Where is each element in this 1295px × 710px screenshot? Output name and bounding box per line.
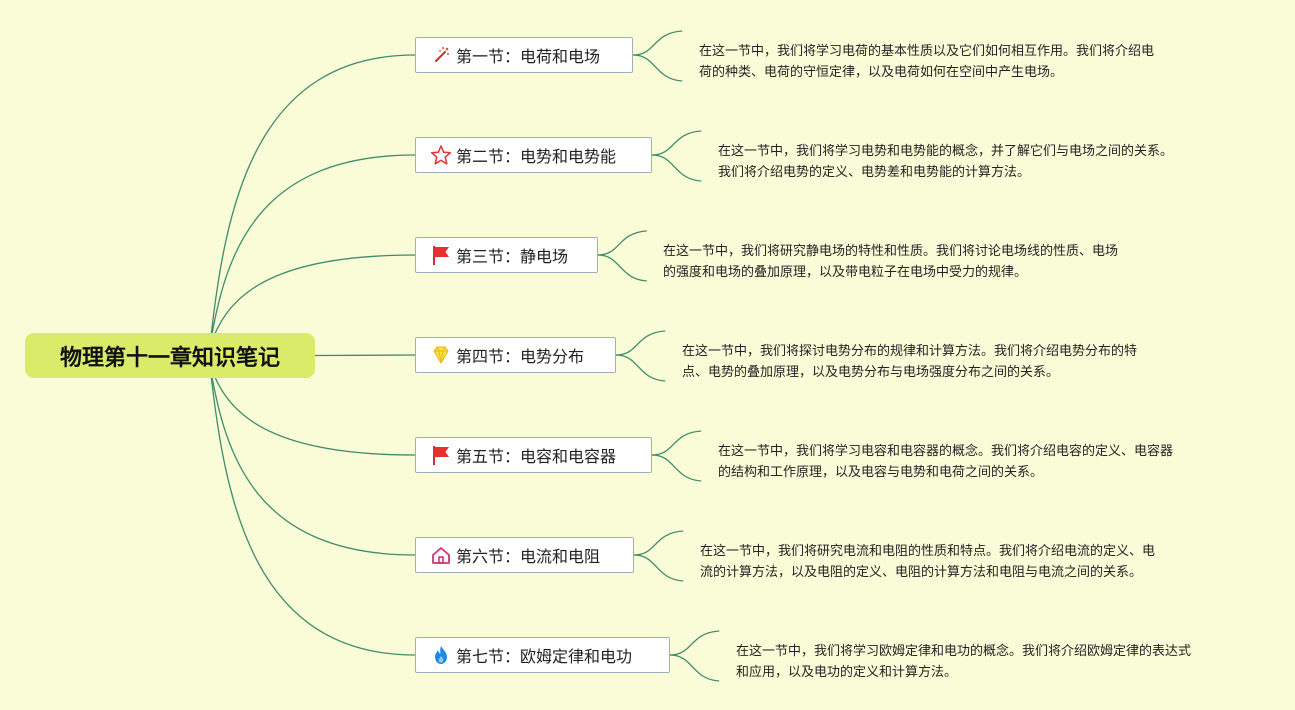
desc-link-bottom-3 [597, 254, 647, 282]
section-2-node[interactable]: 第二节：电势和电势能 [415, 137, 652, 173]
desc-link-bottom-2 [651, 154, 702, 182]
red-flag-icon [430, 244, 452, 266]
desc-link-top-3 [597, 230, 647, 256]
description-line: 在这一节中，我们将探讨电势分布的规律和计算方法。我们将介绍电势分布的特 [682, 344, 1138, 359]
desc-link-top-2 [651, 130, 702, 156]
desc-link-bottom-4 [615, 354, 666, 382]
section-4-title: 第四节：电势分布 [456, 347, 585, 366]
desc-link-bottom-1 [632, 54, 683, 82]
magic-wand-icon [430, 44, 452, 66]
star-icon [430, 144, 452, 166]
desc-link-bottom-5 [651, 454, 702, 482]
desc-link-bottom-7 [669, 654, 720, 682]
section-1-description: 在这一节中，我们将学习电荷的基本性质以及它们如何相互作用。我们将介绍电 荷的种类… [699, 41, 1154, 83]
section-1-node[interactable]: 第一节：电荷和电场 [415, 37, 633, 73]
root-link-6 [209, 365, 416, 556]
root-link-1 [209, 54, 416, 346]
desc-link-top-6 [633, 530, 684, 556]
section-3-node[interactable]: 第三节：静电场 [415, 237, 598, 273]
section-5-title: 第五节：电容和电容器 [456, 447, 617, 466]
root-link-2 [209, 154, 416, 346]
section-5-description: 在这一节中，我们将学习电容和电容器的概念。我们将介绍电容的定义、电容器 的结构和… [718, 441, 1173, 483]
section-7-node[interactable]: 第七节：欧姆定律和电功 [415, 637, 670, 673]
diamond-icon [430, 344, 452, 366]
desc-link-bottom-6 [633, 554, 684, 582]
section-7-title: 第七节：欧姆定律和电功 [456, 647, 633, 666]
description-line: 我们将介绍电势的定义、电势差和电势能的计算方法。 [718, 165, 1031, 180]
description-line: 在这一节中，我们将学习电势和电势能的概念，并了解它们与电场之间的关系。 [718, 144, 1174, 159]
root-link-7 [209, 365, 416, 656]
root-link-3 [209, 254, 416, 346]
root-topic[interactable]: 物理第十一章知识笔记 [25, 333, 315, 378]
section-7-description: 在这一节中，我们将学习欧姆定律和电功的概念。我们将介绍欧姆定律的表达式 和应用，… [736, 641, 1191, 683]
root-title: 物理第十一章知识笔记 [59, 345, 280, 371]
root-link-5 [209, 365, 416, 456]
red-flag-icon [430, 444, 452, 466]
root-link-4 [314, 354, 416, 357]
flame-icon [430, 644, 452, 666]
description-line: 在这一节中，我们将学习电荷的基本性质以及它们如何相互作用。我们将介绍电 [699, 44, 1155, 59]
section-4-node[interactable]: 第四节：电势分布 [415, 337, 616, 373]
section-4-description: 在这一节中，我们将探讨电势分布的规律和计算方法。我们将介绍电势分布的特 点、电势… [682, 341, 1137, 383]
desc-link-top-5 [651, 430, 702, 456]
section-6-title: 第六节：电流和电阻 [456, 547, 601, 566]
section-6-description: 在这一节中，我们将研究电流和电阻的性质和特点。我们将介绍电流的定义、电 流的计算… [700, 541, 1155, 583]
description-line: 点、电势的叠加原理，以及电势分布与电场强度分布之间的关系。 [682, 365, 1060, 380]
description-line: 和应用，以及电功的定义和计算方法。 [736, 665, 958, 680]
description-line: 在这一节中，我们将学习电容和电容器的概念。我们将介绍电容的定义、电容器 [718, 444, 1174, 459]
section-1-title: 第一节：电荷和电场 [456, 47, 601, 66]
desc-link-top-7 [669, 630, 720, 656]
description-line: 在这一节中，我们将研究电流和电阻的性质和特点。我们将介绍电流的定义、电 [700, 544, 1156, 559]
description-line: 的强度和电场的叠加原理，以及带电粒子在电场中受力的规律。 [663, 265, 1028, 280]
section-3-description: 在这一节中，我们将研究静电场的特性和性质。我们将讨论电场线的性质、电场 的强度和… [663, 241, 1118, 283]
description-line: 荷的种类、电荷的守恒定律，以及电荷如何在空间中产生电场。 [699, 65, 1064, 80]
description-line: 在这一节中，我们将学习欧姆定律和电功的概念。我们将介绍欧姆定律的表达式 [736, 644, 1192, 659]
section-5-node[interactable]: 第五节：电容和电容器 [415, 437, 652, 473]
desc-link-top-1 [632, 30, 683, 56]
section-6-node[interactable]: 第六节：电流和电阻 [415, 537, 634, 573]
section-2-description: 在这一节中，我们将学习电势和电势能的概念，并了解它们与电场之间的关系。 我们将介… [718, 141, 1173, 183]
desc-link-top-4 [615, 330, 666, 356]
description-line: 的结构和工作原理，以及电容与电势和电荷之间的关系。 [718, 465, 1044, 480]
description-line: 流的计算方法，以及电阻的定义、电阻的计算方法和电阻与电流之间的关系。 [700, 565, 1143, 580]
home-icon [430, 544, 452, 566]
description-line: 在这一节中，我们将研究静电场的特性和性质。我们将讨论电场线的性质、电场 [663, 244, 1119, 259]
section-2-title: 第二节：电势和电势能 [456, 147, 617, 166]
section-3-title: 第三节：静电场 [456, 247, 569, 266]
